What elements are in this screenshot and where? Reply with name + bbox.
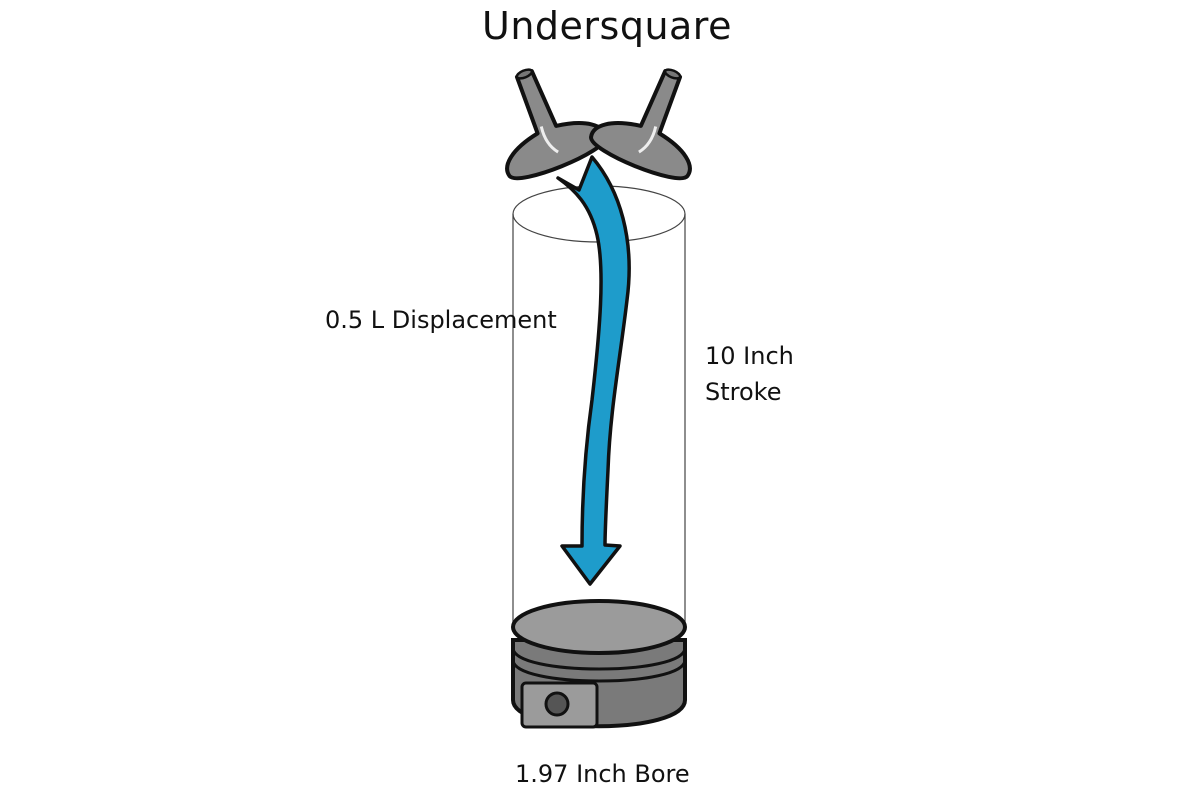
- displacement-label: 0.5 L Displacement: [325, 306, 557, 334]
- stroke-label: 10 Inch Stroke: [705, 338, 794, 410]
- stroke-label-line2: Stroke: [705, 378, 782, 406]
- piston-icon: [511, 599, 687, 729]
- stroke-label-line1: 10 Inch: [705, 342, 794, 370]
- intake-valve-icon: [505, 68, 608, 181]
- diagram-title: Undersquare: [482, 4, 732, 48]
- exhaust-valve-icon: [589, 68, 692, 181]
- flow-arrow-icon: [556, 155, 631, 586]
- bore-label: 1.97 Inch Bore: [515, 760, 690, 788]
